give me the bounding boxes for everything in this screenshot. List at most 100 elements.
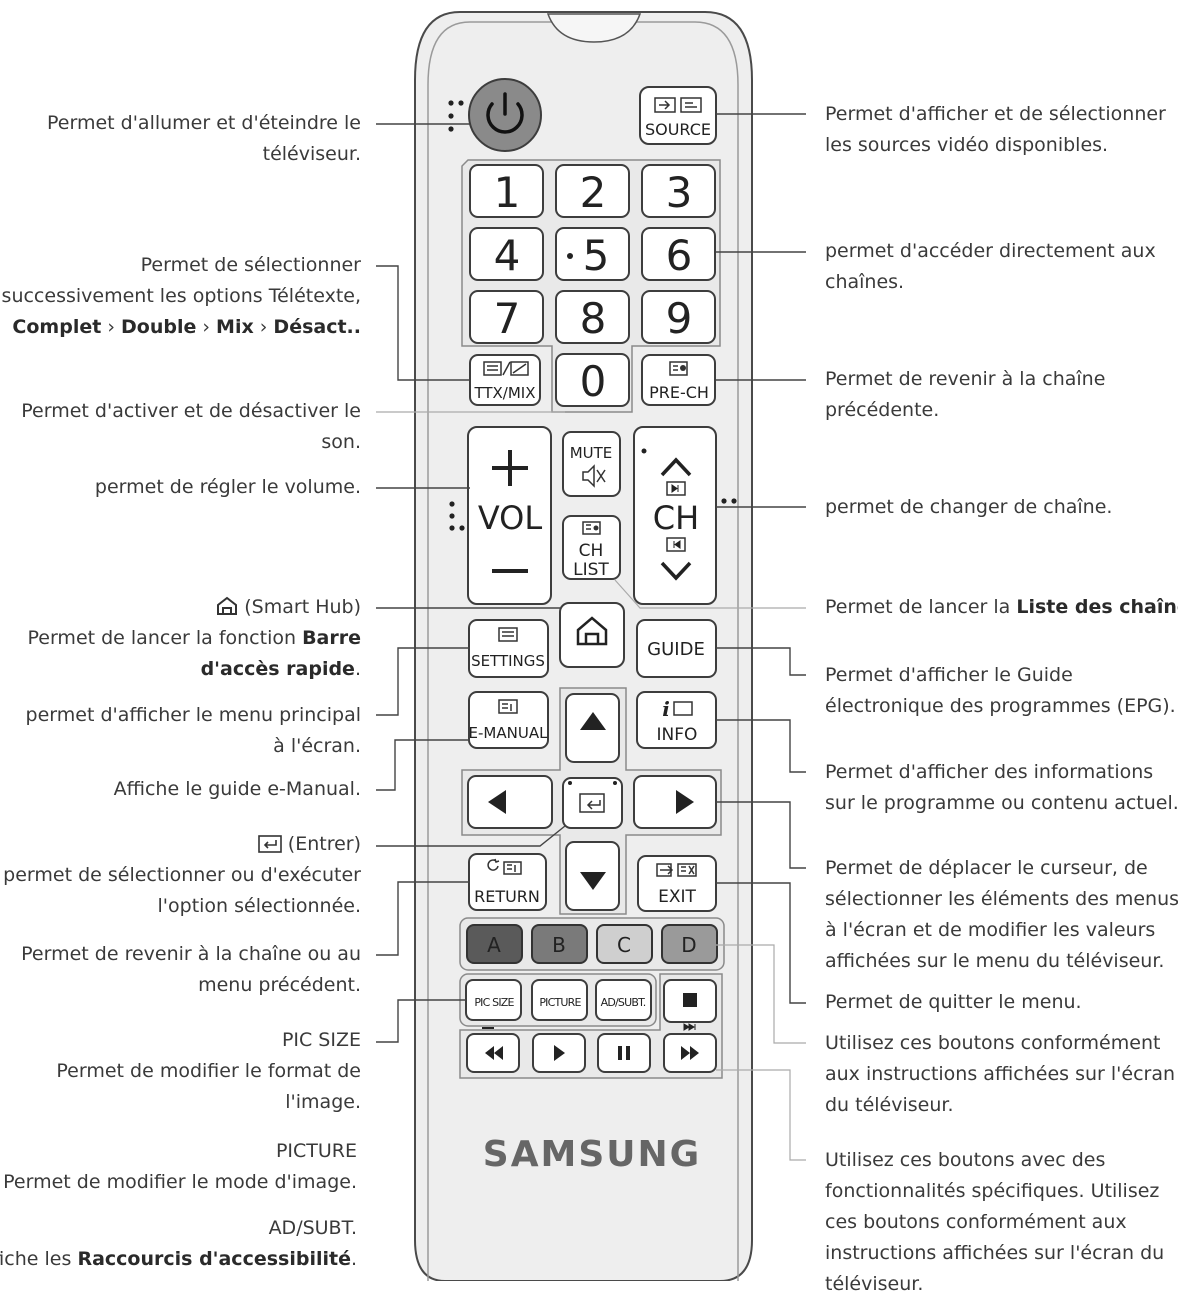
braille-dots-power [448,100,464,132]
right-arrow-icon [676,790,694,814]
exit-button[interactable]: EXIT [637,855,717,912]
source-button[interactable]: SOURCE [639,86,717,145]
info-label: INFO [657,725,698,745]
settings-button[interactable]: SETTINGS [468,619,549,678]
color-button-b[interactable]: B [531,924,588,964]
guide-button[interactable]: GUIDE [636,619,717,678]
label-settings: permet d'afficher le menu principal à l'… [26,700,361,762]
number-9[interactable]: 9 [666,294,693,343]
number-7[interactable]: 7 [494,294,521,343]
color-a-label: A [487,933,501,957]
label-info-line2: sur le programme ou contenu actuel. [825,792,1178,814]
label-picsize-line1: Permet de modifier le format de [56,1060,361,1082]
label-exit-line1: Permet de quitter le menu. [825,991,1082,1013]
right-leader-lines [614,113,806,1161]
e-manual-icon [498,699,518,714]
label-cursor-line2: sélectionner les éléments des menus [825,888,1178,910]
label-numbers-line2: chaînes. [825,271,905,293]
home-icon [576,616,608,646]
ch-down-icon [660,561,692,581]
channel-rocker[interactable]: CH [633,426,717,605]
label-power-line2: téléviseur. [262,143,361,165]
label-smarthub-line2: Permet de lancer la fonction Barre [27,627,361,649]
pic-size-label: PIC SIZE [474,996,514,1009]
rewind-icon [485,1046,503,1060]
label-ttx-line1: Permet de sélectionner [140,254,361,276]
play-button[interactable] [532,1033,586,1073]
label-smarthub-line3: d'accès rapide. [200,658,361,680]
number-1[interactable]: 1 [494,168,521,217]
label-chlist: Permet de lancer la Liste des chaînes. [825,592,1178,623]
label-media-line4: instructions affichées sur l'écran du [825,1242,1165,1264]
picture-button[interactable]: PICTURE [531,979,588,1021]
ch-list-button[interactable]: CH LIST [562,515,621,580]
label-ttx-line3: Complet › Double › Mix › Désact.. [12,316,361,338]
home-icon [217,596,238,615]
number-2[interactable]: 2 [580,168,607,217]
info-button[interactable]: i INFO [636,691,717,749]
ad-subt-button[interactable]: AD/SUBT. [595,979,652,1021]
label-media: Utilisez ces boutons avec des fonctionna… [825,1145,1164,1300]
ad-subt-label: AD/SUBT. [601,996,646,1009]
label-emanual: Affiche le guide e-Manual. [114,774,361,805]
info-i-icon: i [662,697,670,721]
label-picture-line1: Permet de modifier le mode d'image. [3,1171,357,1193]
pause-button[interactable] [597,1033,651,1073]
braille-dots-vol [449,501,465,531]
color-button-c[interactable]: C [596,924,653,964]
mute-button[interactable]: MUTE [562,431,621,497]
number-0[interactable]: 0 [580,357,607,406]
number-8[interactable]: 8 [580,294,607,343]
color-button-d[interactable]: D [661,924,718,964]
e-manual-button[interactable]: E-MANUAL [468,691,549,749]
return-button[interactable]: RETURN [468,853,547,911]
label-ch-line1: permet de changer de chaîne. [825,496,1113,518]
label-picture: PICTURE Permet de modifier le mode d'ima… [3,1136,357,1198]
ch-dot [641,448,647,454]
up-button[interactable] [565,693,620,763]
number-5-dot [567,253,573,259]
left-button[interactable] [467,775,553,829]
stop-icon [683,993,697,1007]
guide-label: GUIDE [647,639,705,660]
stop-button[interactable] [663,979,717,1023]
pic-size-button[interactable]: PIC SIZE [465,979,522,1021]
number-5[interactable]: 5 [583,231,610,280]
enter-button[interactable] [562,777,623,829]
label-source-line2: les sources vidéo disponibles. [825,134,1109,156]
color-c-label: C [617,933,631,957]
power-button[interactable] [468,78,542,152]
label-enter-line3: l'option sélectionnée. [157,895,361,917]
volume-rocker[interactable]: VOL [467,426,552,605]
ch-next-icon [666,481,686,496]
label-media-line5: téléviseur. [825,1273,924,1295]
number-3[interactable]: 3 [666,168,693,217]
settings-icon [498,627,518,642]
media-group [459,973,723,1079]
number-buttons [469,164,716,407]
label-smarthub: (Smart Hub) Permet de lancer la fonction… [27,592,361,685]
rewind-button[interactable] [466,1033,520,1073]
label-guide: Permet d'afficher le Guide électronique … [825,660,1176,722]
ttx-mix-button[interactable]: TTX/MIX [469,354,541,406]
numpad-group [461,159,721,413]
fast-forward-button[interactable] [663,1033,717,1073]
label-colorbtn-line2: aux instructions affichées sur l'écran [825,1063,1176,1085]
right-button[interactable] [633,775,717,829]
samsung-logo: SAMSUNG [483,1134,701,1175]
label-cursor-line3: à l'écran et de modifier les valeurs [825,919,1156,941]
label-mute: Permet d'activer et de désactiver le son… [21,396,361,458]
smart-hub-button[interactable] [559,602,625,668]
label-prech: Permet de revenir à la chaîne précédente… [825,364,1105,426]
label-cursor-line4: affichées sur le menu du téléviseur. [825,950,1165,972]
label-picsize-line2: l'image. [285,1091,361,1113]
label-cursor: Permet de déplacer le curseur, de sélect… [825,853,1178,977]
pre-ch-button[interactable]: PRE-CH [641,354,716,406]
down-button[interactable] [565,841,620,911]
ch-list-label-2: LIST [573,560,609,580]
mute-label: MUTE [570,444,613,462]
number-6[interactable]: 6 [666,231,693,280]
color-button-a[interactable]: A [466,924,523,964]
picture-label: PICTURE [539,996,581,1009]
number-4[interactable]: 4 [494,231,521,280]
